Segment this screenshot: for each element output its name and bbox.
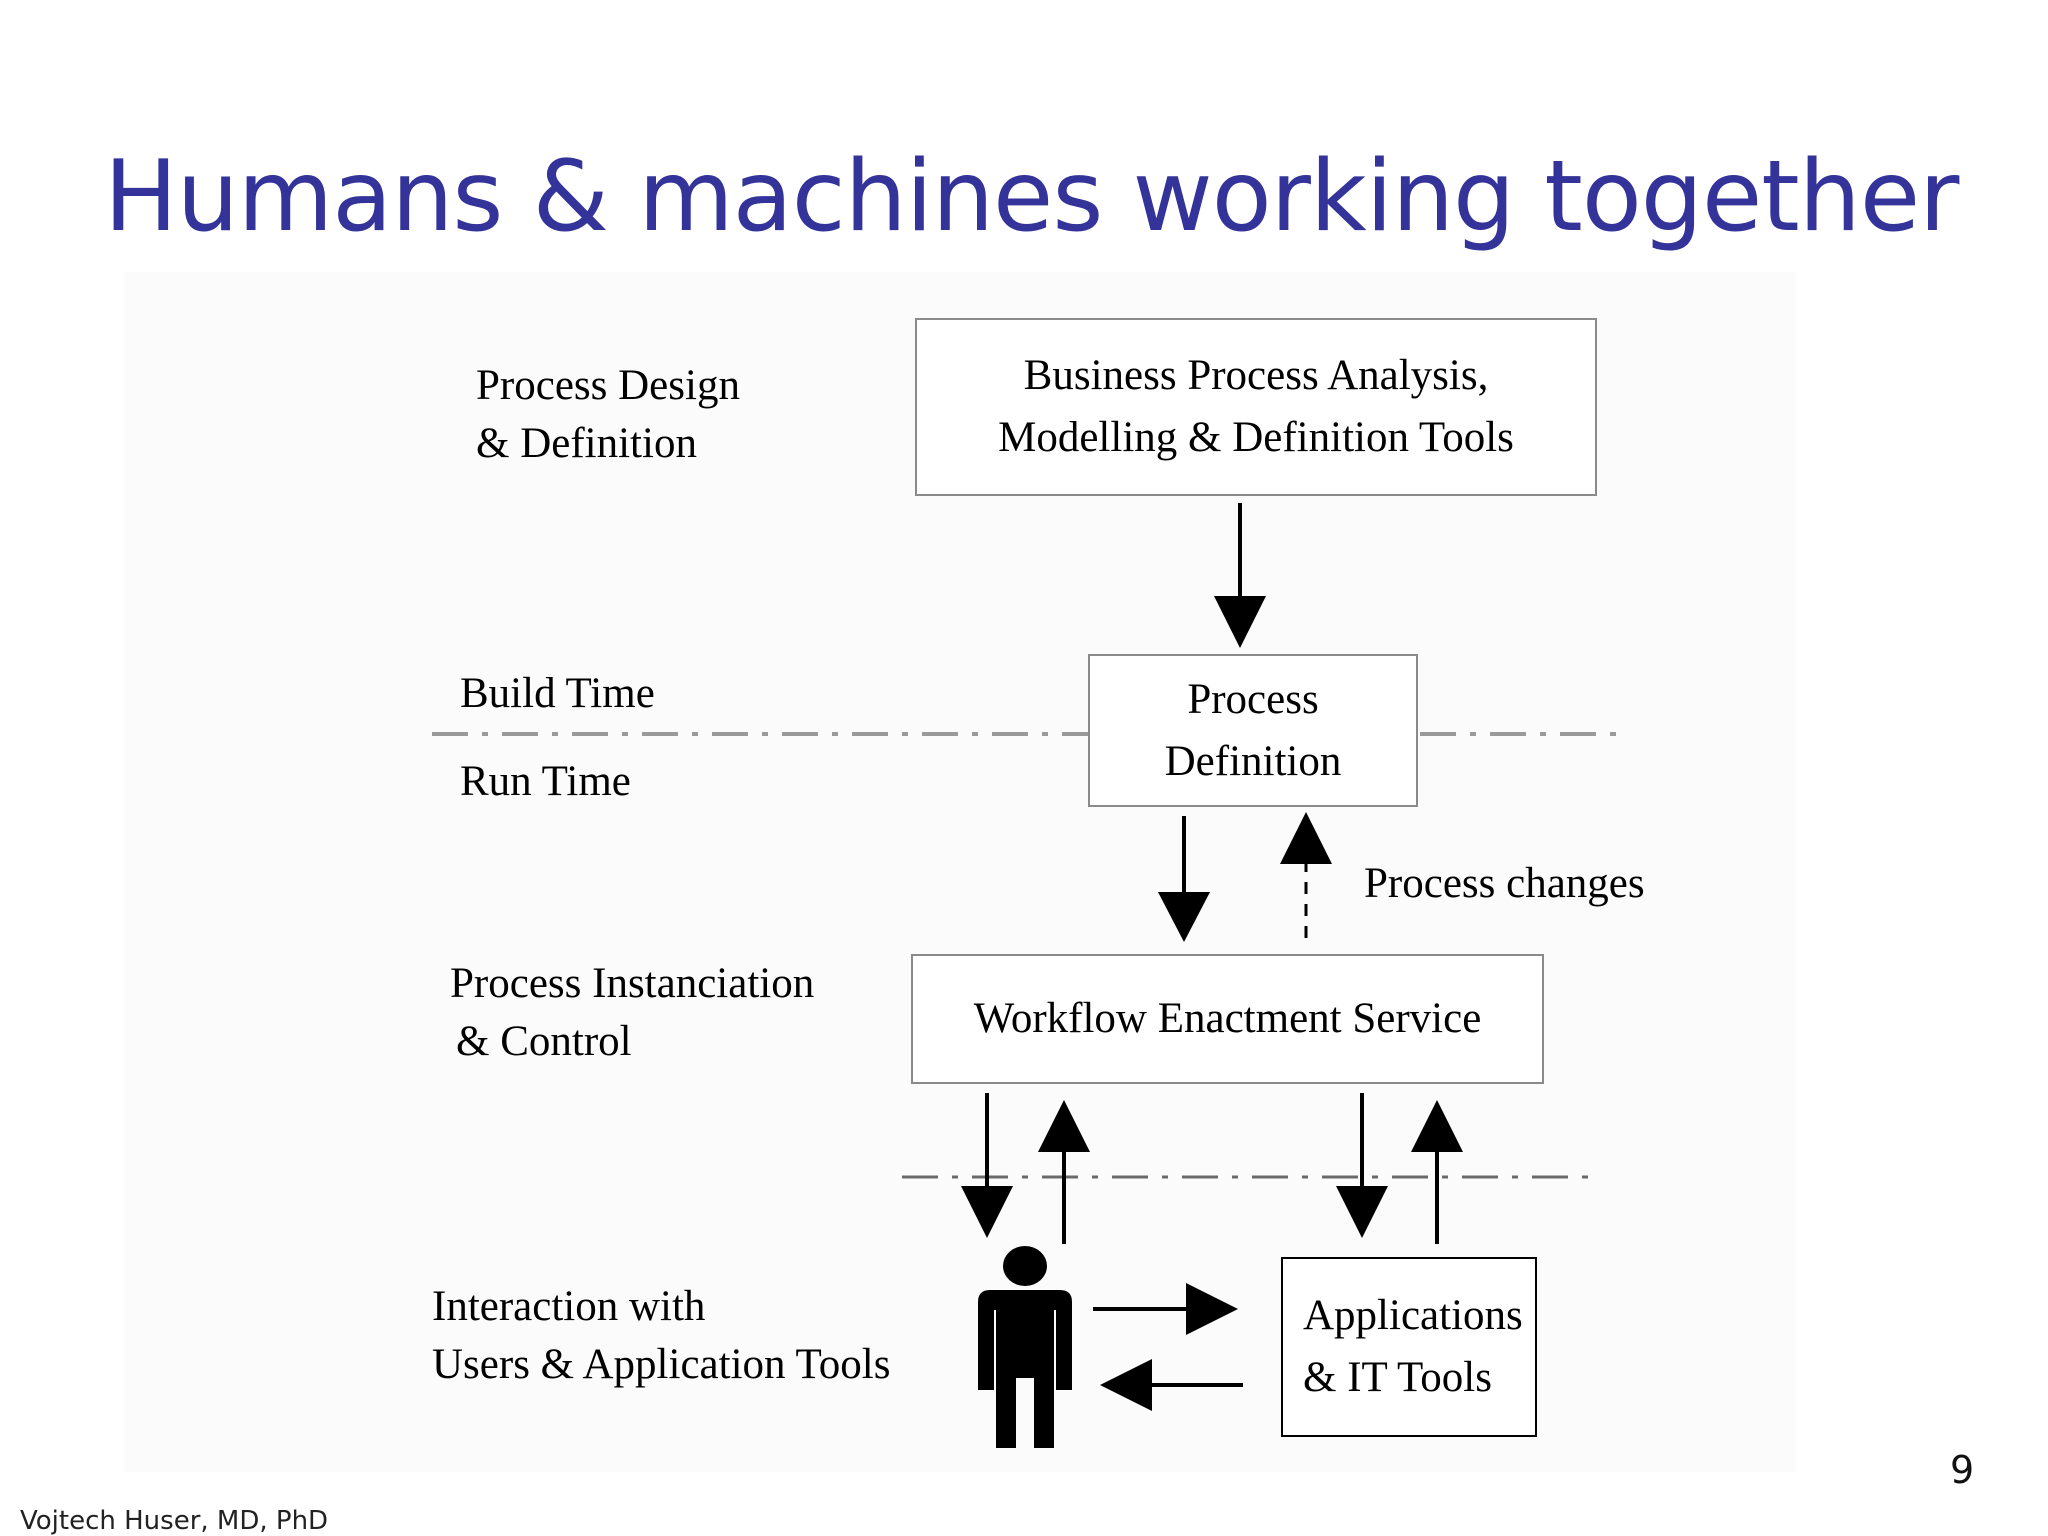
arrow-applications-to-enactment (1411, 1100, 1463, 1244)
box-analysis-tools-line2: Modelling & Definition Tools (998, 414, 1514, 461)
box-enactment-service: Workflow Enactment Service (911, 954, 1544, 1084)
label-process-changes: Process changes (1364, 860, 1645, 907)
page-number: 9 (1950, 1448, 1975, 1492)
label-process-instanciation-line2: & Control (456, 1018, 632, 1065)
person-icon (978, 1246, 1072, 1448)
box-process-definition: Process Definition (1088, 654, 1418, 807)
label-process-design-line1: Process Design (476, 362, 740, 409)
arrow-user-to-enactment (1038, 1100, 1090, 1244)
label-build-time: Build Time (460, 670, 655, 717)
arrow-enactment-to-user (961, 1093, 1013, 1238)
label-interaction: Interaction with Users & Application Too… (432, 1278, 890, 1394)
label-process-design-line2: & Definition (476, 420, 697, 467)
footer-author: Vojtech Huser, MD, PhD (20, 1506, 329, 1536)
label-interaction-line2: Users & Application Tools (432, 1341, 891, 1388)
arrow-user-to-applications (1093, 1283, 1238, 1335)
label-process-instanciation: Process Instanciation & Control (450, 955, 814, 1071)
label-process-instanciation-line1: Process Instanciation (450, 960, 815, 1007)
label-process-design: Process Design & Definition (476, 357, 740, 473)
arrow-enactment-to-applications (1336, 1093, 1388, 1238)
box-enactment-service-label: Workflow Enactment Service (973, 995, 1482, 1042)
arrow-tools-to-definition (1214, 503, 1266, 648)
box-analysis-tools-line1: Business Process Analysis, (1023, 352, 1489, 399)
box-process-definition-line1: Process (1187, 675, 1319, 723)
slide-title: Humans & machines working together (104, 140, 1959, 254)
label-interaction-line1: Interaction with (432, 1283, 706, 1330)
box-analysis-tools: Business Process Analysis, Modelling & D… (915, 318, 1597, 496)
arrow-definition-to-enactment (1158, 816, 1210, 942)
box-process-definition-line2: Definition (1164, 737, 1342, 785)
box-applications-line2: & IT Tools (1303, 1354, 1492, 1401)
box-applications-line1: Applications (1303, 1292, 1523, 1339)
label-run-time: Run Time (460, 758, 631, 805)
arrow-process-changes (1280, 812, 1332, 938)
box-applications: Applications & IT Tools (1281, 1257, 1537, 1437)
arrow-applications-to-user (1100, 1359, 1243, 1411)
